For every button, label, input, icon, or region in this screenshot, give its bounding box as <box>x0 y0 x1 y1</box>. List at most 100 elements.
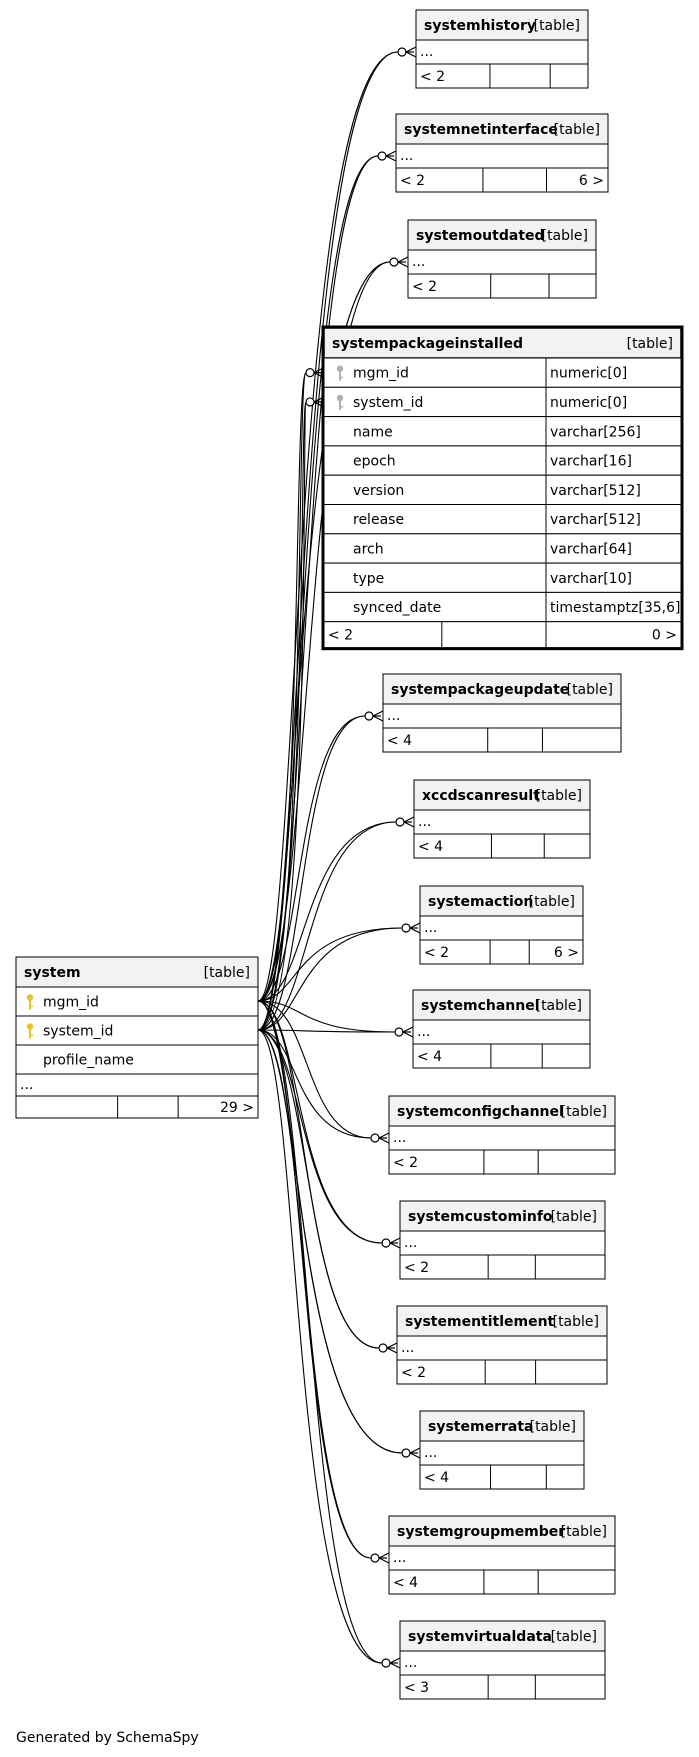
table-footer-bg <box>413 833 591 859</box>
footer-parent-count: < 2 <box>420 69 445 85</box>
relationship-edge <box>257 1000 383 1664</box>
table-kind: [table] <box>553 1314 599 1330</box>
table-ellipsis: ... <box>400 148 413 164</box>
table-footer-bg <box>396 1359 608 1385</box>
table-ellipsis-row <box>388 1545 616 1571</box>
table-kind: [table] <box>561 1104 607 1120</box>
table-systemchannel[interactable]: systemchannel[table]...< 4 <box>412 989 591 1069</box>
relationship-edge <box>257 821 397 1031</box>
relationship-edge <box>257 715 366 1002</box>
relationship-edge <box>257 1029 372 1139</box>
footer-parent-count: < 4 <box>418 839 443 855</box>
table-ellipsis: ... <box>20 1077 33 1093</box>
table-header-bg <box>399 1200 606 1232</box>
table-systemvirtualdata[interactable]: systemvirtualdata[table]...< 3 <box>399 1620 606 1700</box>
column-type: varchar[512] <box>550 483 641 499</box>
table-footer-bg <box>399 1674 606 1700</box>
crowfoot-marker <box>381 1657 401 1669</box>
table-footer-bg <box>15 1095 259 1119</box>
table-footer-bg <box>419 1464 585 1490</box>
table-header-bg <box>399 1620 606 1652</box>
table-ellipsis: ... <box>418 814 431 830</box>
primary-key-icon <box>26 1023 34 1039</box>
footer-parent-count: < 2 <box>424 945 449 961</box>
column-name: name <box>353 424 393 440</box>
table-header-bg <box>396 1305 608 1337</box>
table-footer-bg <box>388 1569 616 1595</box>
footer-parent-count: < 2 <box>400 173 425 189</box>
column-type: varchar[512] <box>550 512 641 528</box>
table-kind: [table] <box>534 18 580 34</box>
table-ellipsis-row <box>399 1230 606 1256</box>
table-ellipsis-row <box>407 249 597 275</box>
column-name: profile_name <box>43 1053 134 1069</box>
table-xccdscanresult[interactable]: xccdscanresult[table]...< 4 <box>413 779 591 859</box>
crowfoot-marker <box>389 256 409 268</box>
table-kind: [table] <box>561 1524 607 1540</box>
column-type: varchar[10] <box>550 571 632 587</box>
table-ellipsis-row <box>15 1073 259 1097</box>
table-name: systemhistory <box>424 18 536 34</box>
table-systementitlement[interactable]: systementitlement[table]...< 2 <box>396 1305 608 1385</box>
column-name: mgm_id <box>353 366 409 382</box>
column-type: varchar[64] <box>550 541 632 557</box>
table-name: systemcustominfo <box>408 1209 553 1225</box>
table-systempackageupdate[interactable]: systempackageupdate[table]...< 4 <box>382 673 622 753</box>
table-ellipsis-row <box>413 809 591 835</box>
column-type: numeric[0] <box>550 395 627 411</box>
table-systemhistory[interactable]: systemhistory[table]... < 2 <box>415 9 589 89</box>
table-systemgroupmember[interactable]: systemgroupmember[table]...< 4 <box>388 1515 616 1595</box>
column-name: version <box>353 483 404 499</box>
column-name: system_id <box>43 1024 113 1040</box>
column-row: mgm_id <box>15 986 259 1017</box>
table-ellipsis: ... <box>404 1655 417 1671</box>
foreign-key-icon <box>336 365 344 381</box>
table-ellipsis: ... <box>420 44 433 60</box>
tables-layer: systemhistory[table]...< 2systemnetinter… <box>15 9 684 1700</box>
table-kind: [table] <box>551 1209 597 1225</box>
table-systemconfigchannel[interactable]: systemconfigchannel[table]...< 2 <box>388 1095 616 1175</box>
table-systemerrata[interactable]: systemerrata[table]...< 4 <box>419 1410 585 1490</box>
column-row: profile_name <box>15 1044 259 1075</box>
relationship-edge <box>257 1029 383 1664</box>
table-kind: [table] <box>567 682 613 698</box>
table-ellipsis: ... <box>412 254 425 270</box>
table-footer-bg <box>419 939 584 965</box>
table-footer-bg <box>323 621 682 649</box>
crowfoot-marker <box>378 1342 398 1354</box>
table-name: systempackageupdate <box>391 682 569 698</box>
table-header-bg <box>15 956 259 988</box>
table-footer-bg <box>412 1043 591 1069</box>
table-ellipsis: ... <box>424 1445 437 1461</box>
table-systemoutdated[interactable]: systemoutdated[table]...< 2 <box>407 219 597 299</box>
table-ellipsis: ... <box>387 708 400 724</box>
table-systemcustominfo[interactable]: systemcustominfo[table]...< 2 <box>399 1200 606 1280</box>
relationship-edge <box>257 401 307 1031</box>
table-footer-bg <box>388 1149 616 1175</box>
foreign-key-icon <box>336 394 344 410</box>
table-system[interactable]: system[table]mgm_idsystem_idprofile_name… <box>15 956 259 1119</box>
table-name: systemgroupmember <box>397 1524 565 1540</box>
table-header-bg <box>388 1095 616 1127</box>
footer-parent-count: < 4 <box>417 1049 442 1065</box>
column-name: system_id <box>353 395 423 411</box>
table-kind: [table] <box>536 788 582 804</box>
relationship-edge <box>257 372 307 1002</box>
table-ellipsis: ... <box>401 1340 414 1356</box>
table-ellipsis-row <box>419 915 584 941</box>
table-header-bg <box>419 885 584 917</box>
relationship-edge <box>257 1029 403 1454</box>
crowfoot-marker <box>305 396 325 408</box>
table-kind: [table] <box>542 228 588 244</box>
relationship-edge <box>257 1029 396 1033</box>
footer-child-count: 6 > <box>554 945 579 961</box>
table-kind: [table] <box>529 894 575 910</box>
column-row: system_id <box>15 1015 259 1046</box>
table-footer-bg <box>382 727 622 753</box>
